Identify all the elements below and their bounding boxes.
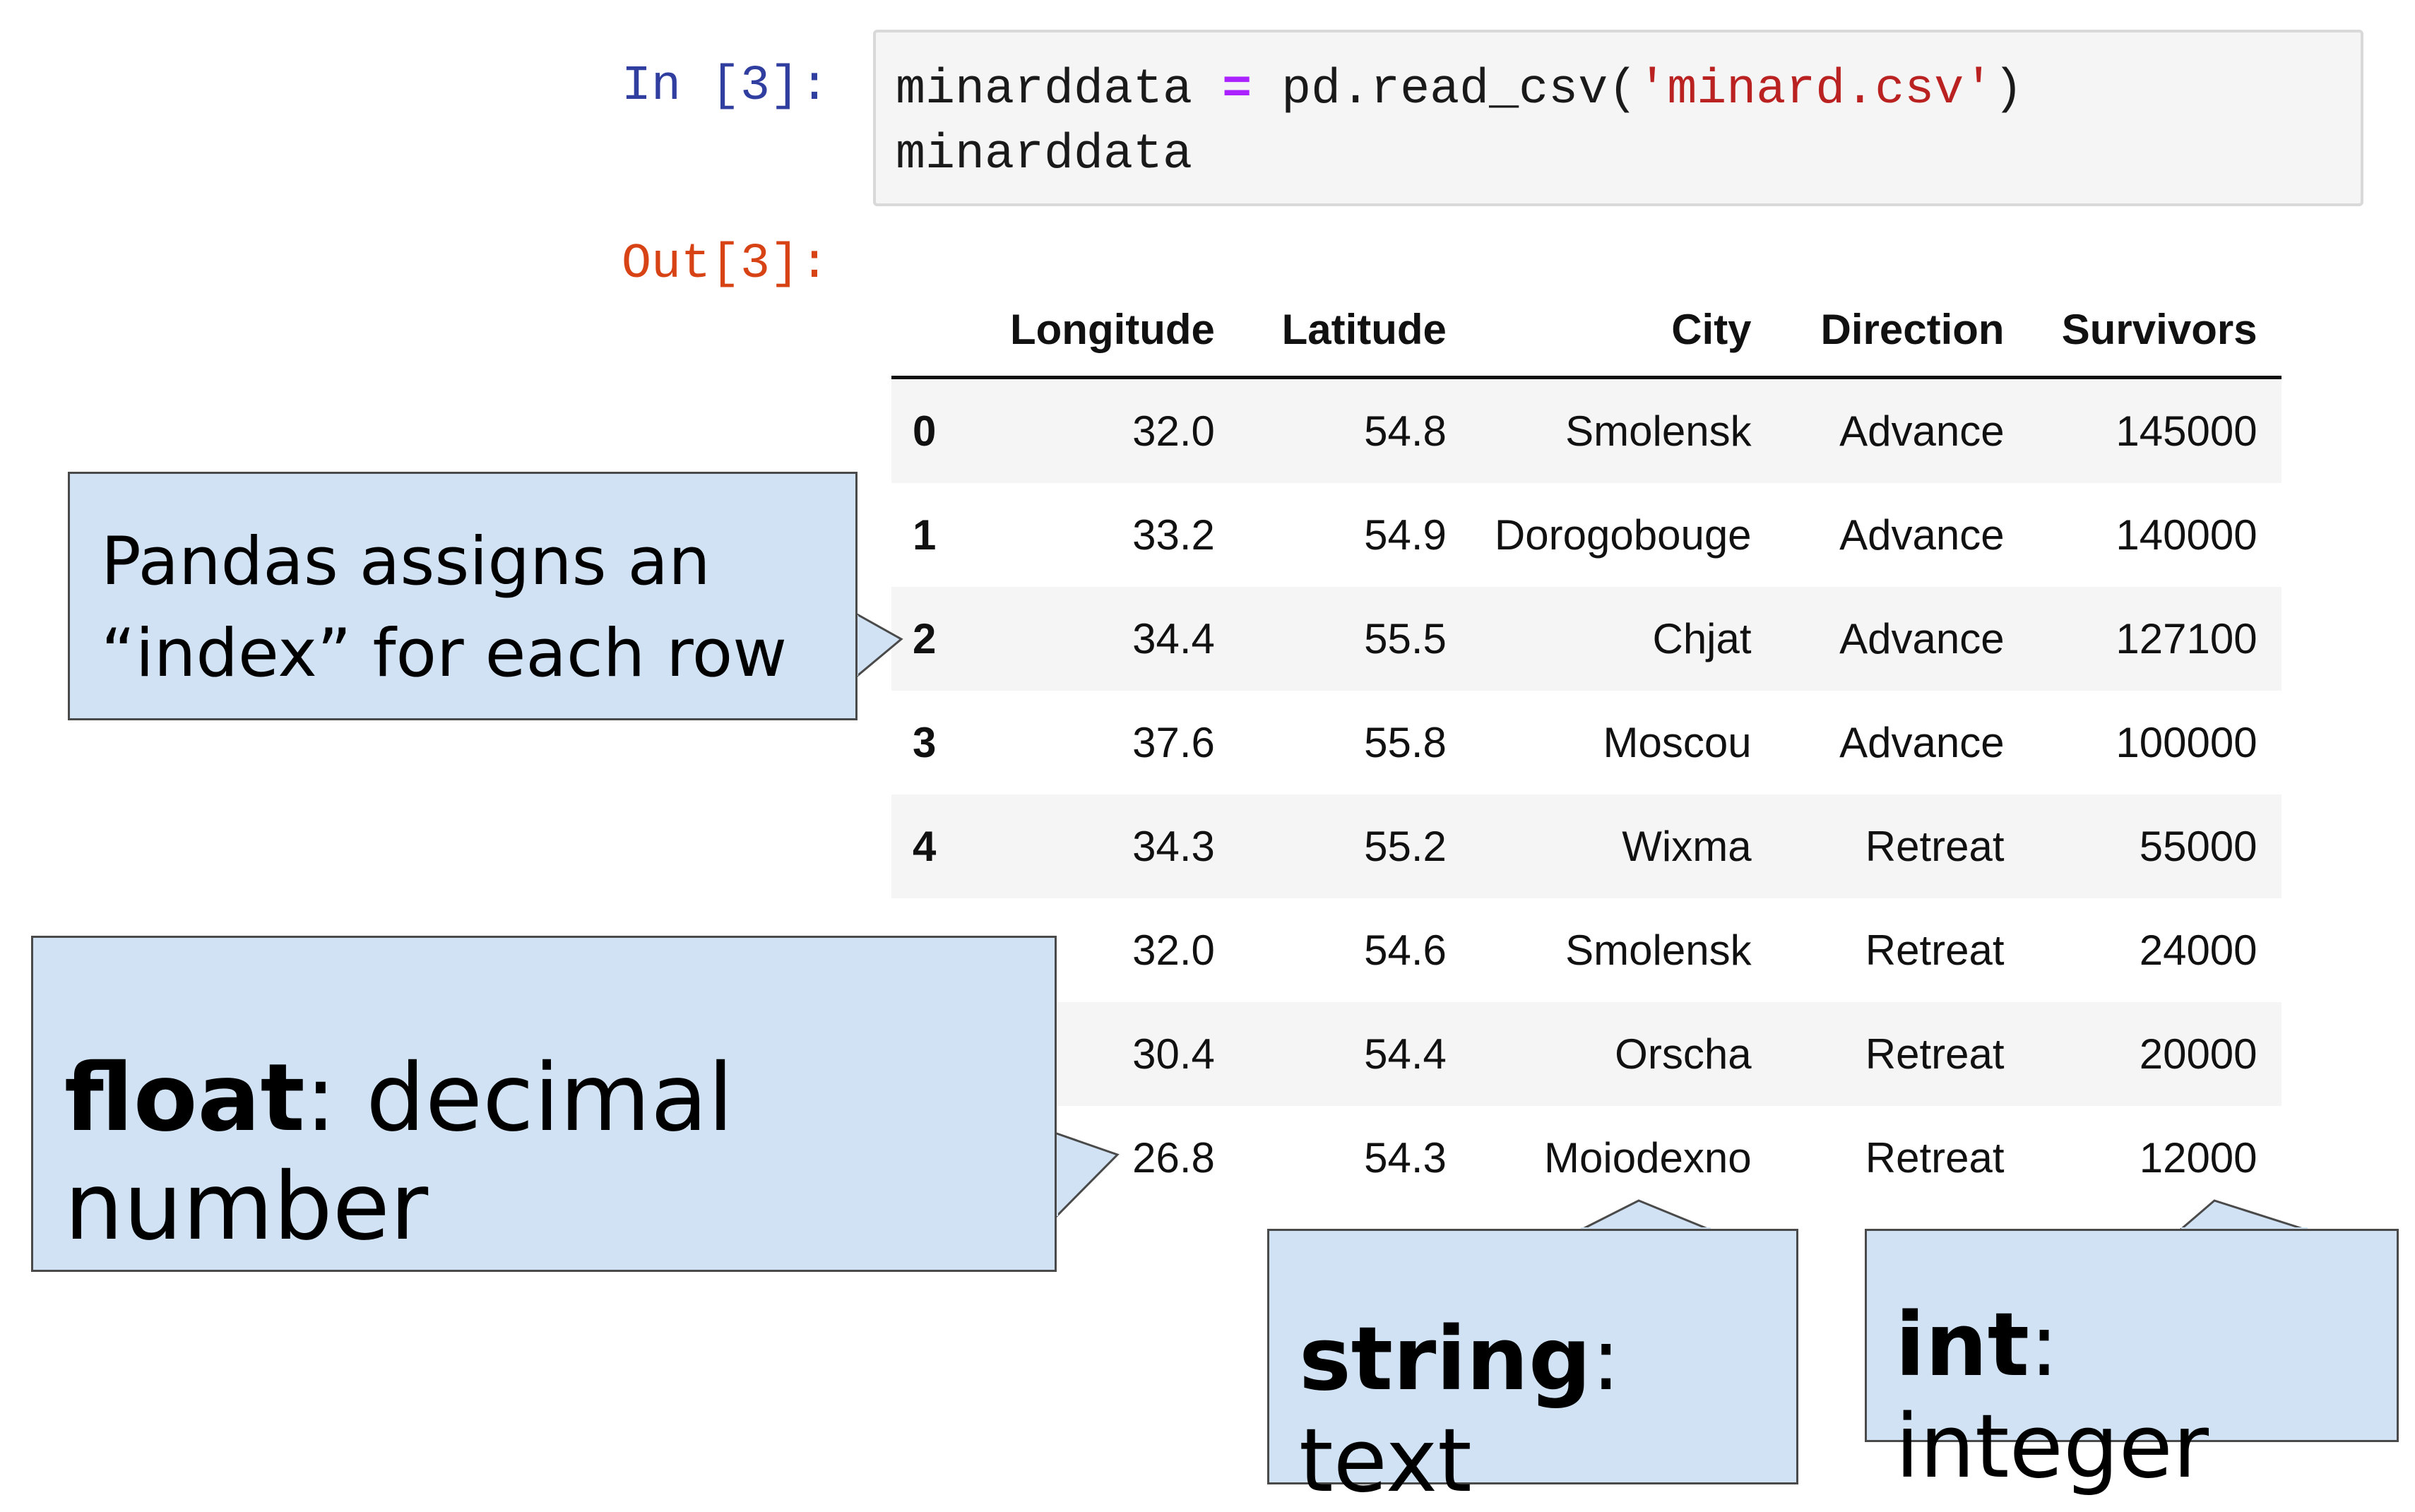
cell-longitude: 33.2 (1132, 511, 1215, 559)
code-call: pd.read_csv( (1281, 62, 1638, 118)
column-header-latitude: Latitude (1238, 282, 1471, 379)
table-row: 32.0 54.6 Smolensk Retreat 24000 (891, 898, 2282, 1002)
cell-longitude: 32.0 (1132, 407, 1215, 455)
cell-direction: Retreat (1865, 927, 2005, 974)
cell-city: Smolensk (1565, 407, 1752, 455)
dataframe-table: Longitude Latitude City Direction Surviv… (891, 282, 2282, 1210)
cell-survivors: 24000 (2139, 927, 2257, 974)
cell-survivors: 55000 (2139, 823, 2257, 870)
table-header-row: Longitude Latitude City Direction Surviv… (891, 282, 2282, 379)
row-index: 0 (913, 407, 937, 455)
cell-direction: Advance (1839, 407, 2005, 455)
code-close-paren: ) (1993, 62, 2024, 118)
cell-city: Wixma (1622, 823, 1752, 870)
table-row: 3 37.6 55.8 Moscou Advance 100000 (891, 691, 2282, 794)
table-row: 30.4 54.4 Orscha Retreat 20000 (891, 1002, 2282, 1106)
out-prompt: Out[3]: (622, 237, 830, 292)
row-index: 1 (913, 511, 937, 559)
float-callout-tail (1053, 1131, 1120, 1221)
cell-latitude: 54.9 (1364, 511, 1447, 559)
cell-survivors: 12000 (2139, 1134, 2257, 1181)
cell-direction: Advance (1839, 511, 2005, 559)
cell-survivors: 20000 (2139, 1030, 2257, 1078)
int-callout-description: : integer (1895, 1294, 2209, 1498)
int-callout: int: integer (1865, 1229, 2399, 1498)
cell-latitude: 55.5 (1364, 615, 1447, 662)
row-index: 4 (913, 823, 937, 870)
cell-longitude: 34.3 (1132, 823, 1215, 870)
cell-latitude: 54.8 (1364, 407, 1447, 455)
table-row: 0 32.0 54.8 Smolensk Advance 145000 (891, 377, 2282, 483)
code-line-1: minarddata = pd.read_csv('minard.csv') (896, 58, 2341, 123)
cell-city: Moiodexno (1544, 1134, 1752, 1181)
table-row: 2 34.4 55.5 Chjat Advance 127100 (891, 587, 2282, 691)
code-cell[interactable]: minarddata = pd.read_csv('minard.csv')mi… (873, 30, 2363, 206)
code-operator: = (1222, 62, 1252, 118)
int-callout-tail (2176, 1199, 2310, 1232)
cell-city: Moscou (1603, 719, 1752, 766)
cell-latitude: 55.8 (1364, 719, 1447, 766)
cell-city: Orscha (1615, 1030, 1752, 1078)
row-index: 2 (913, 615, 937, 662)
cell-survivors: 140000 (2116, 511, 2257, 559)
row-index: 3 (913, 719, 937, 766)
index-callout: Pandas assigns an “index” for each row (68, 472, 858, 720)
index-header (891, 282, 986, 379)
table-row: 26.8 54.3 Moiodexno Retreat 12000 (891, 1106, 2282, 1210)
float-callout: float: decimal number (31, 936, 1057, 1272)
cell-city: Dorogobouge (1494, 511, 1752, 559)
string-callout-tail (1578, 1199, 1714, 1232)
index-callout-line-2: “index” for each row (101, 615, 788, 692)
code-variable: minarddata (896, 62, 1193, 118)
cell-city: Chjat (1652, 615, 1752, 662)
cell-direction: Advance (1839, 719, 2005, 766)
index-callout-tail (853, 611, 903, 681)
table-row: 4 34.3 55.2 Wixma Retreat 55000 (891, 794, 2282, 898)
cell-longitude: 32.0 (1132, 927, 1215, 974)
cell-latitude: 54.3 (1364, 1134, 1447, 1181)
cell-latitude: 55.2 (1364, 823, 1447, 870)
cell-latitude: 54.6 (1364, 927, 1447, 974)
code-line-2: minarddata (896, 127, 1193, 183)
float-callout-term: float (64, 1044, 305, 1153)
index-callout-line-1: Pandas assigns an (101, 523, 711, 600)
cell-direction: Retreat (1865, 1030, 2005, 1078)
column-header-survivors: Survivors (2028, 282, 2282, 379)
cell-direction: Retreat (1865, 1134, 2005, 1181)
code-string: 'minard.csv' (1637, 62, 1994, 118)
cell-longitude: 37.6 (1132, 719, 1215, 766)
cell-direction: Advance (1839, 615, 2005, 662)
cell-longitude: 34.4 (1132, 615, 1215, 662)
column-header-city: City (1470, 282, 1776, 379)
cell-direction: Retreat (1865, 823, 2005, 870)
float-callout-description: : decimal number (64, 1044, 734, 1261)
column-header-direction: Direction (1775, 282, 2029, 379)
column-header-longitude: Longitude (986, 282, 1239, 379)
in-prompt: In [3]: (622, 59, 830, 114)
int-callout-term: int (1895, 1294, 2030, 1396)
cell-survivors: 145000 (2116, 407, 2257, 455)
string-callout: string: text (1267, 1229, 1798, 1512)
cell-survivors: 127100 (2116, 615, 2257, 662)
table-row: 1 33.2 54.9 Dorogobouge Advance 140000 (891, 483, 2282, 587)
cell-longitude: 30.4 (1132, 1030, 1215, 1078)
string-callout-term: string (1299, 1309, 1591, 1410)
cell-latitude: 54.4 (1364, 1030, 1447, 1078)
cell-survivors: 100000 (2116, 719, 2257, 766)
cell-city: Smolensk (1565, 927, 1752, 974)
cell-longitude: 26.8 (1132, 1134, 1215, 1181)
